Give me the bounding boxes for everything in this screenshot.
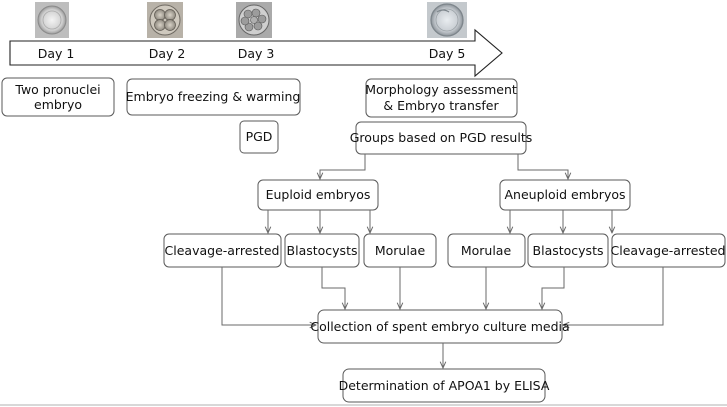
determination-label: Determination of APOA1 by ELISA	[339, 378, 550, 393]
aneuploid-morulae-box: Morulae	[447, 233, 526, 268]
day-1-label: Day 1	[38, 46, 75, 61]
two-pronuclei-label-line1: Two pronuclei	[14, 82, 100, 97]
morphology-label-line1: Morphology assessment	[365, 82, 517, 97]
day-5-label: Day 5	[429, 46, 466, 61]
aneuploid-cleavage-arrested-to-collection-arrow	[563, 267, 664, 325]
two-pronuclei-box: Two pronuclei embryo	[1, 77, 115, 117]
groups-to-euploid-arrow	[320, 154, 366, 179]
zygote-image	[35, 2, 69, 38]
euploid-morulae-label: Morulae	[375, 243, 426, 258]
euploid-blastocysts-to-collection-arrow	[321, 267, 345, 309]
eight-cell-embryo-image	[236, 2, 272, 38]
aneuploid-blastocysts-box: Blastocysts	[527, 233, 609, 268]
euploid-label: Euploid embryos	[266, 187, 371, 202]
aneuploid-cleavage-arrested-box: Cleavage-arrested	[611, 233, 726, 268]
groups-to-aneuploid-arrow	[517, 154, 568, 179]
freezing-warming-label: Embryo freezing & warming	[126, 89, 301, 104]
aneuploid-box: Aneuploid embryos	[499, 179, 631, 211]
day-3-label: Day 3	[238, 46, 275, 61]
morphology-transfer-box: Morphology assessment & Embryo transfer	[365, 78, 518, 118]
euploid-blastocysts-box: Blastocysts	[284, 233, 360, 268]
groups-box: Groups based on PGD results	[350, 121, 533, 155]
aneuploid-cleavage-arrested-label: Cleavage-arrested	[611, 243, 726, 258]
aneuploid-morulae-label: Morulae	[461, 243, 512, 258]
timeline-arrow	[9, 28, 503, 78]
aneuploid-blastocysts-to-collection-arrow	[542, 267, 565, 309]
collection-box: Collection of spent embryo culture media	[310, 309, 570, 344]
collection-label: Collection of spent embryo culture media	[310, 319, 569, 334]
euploid-box: Euploid embryos	[257, 179, 379, 211]
pgd-label: PGD	[246, 129, 273, 144]
euploid-cleavage-arrested-box: Cleavage-arrested	[163, 233, 282, 268]
pgd-box: PGD	[239, 120, 279, 154]
morphology-label-line2: & Embryo transfer	[383, 98, 499, 113]
two-pronuclei-label-line2: embryo	[34, 97, 82, 112]
euploid-cleavage-arrested-label: Cleavage-arrested	[165, 243, 280, 258]
euploid-morulae-box: Morulae	[363, 233, 437, 268]
freezing-warming-box: Embryo freezing & warming	[126, 78, 301, 116]
blastocyst-image	[427, 2, 467, 38]
four-cell-embryo-image	[147, 2, 183, 38]
day-2-label: Day 2	[149, 46, 186, 61]
aneuploid-blastocysts-label: Blastocysts	[533, 243, 604, 258]
aneuploid-label: Aneuploid embryos	[504, 187, 625, 202]
cleavage-arrested-to-collection-arrow	[221, 267, 316, 325]
determination-box: Determination of APOA1 by ELISA	[339, 368, 550, 403]
groups-label: Groups based on PGD results	[350, 130, 533, 145]
euploid-blastocysts-label: Blastocysts	[287, 243, 358, 258]
